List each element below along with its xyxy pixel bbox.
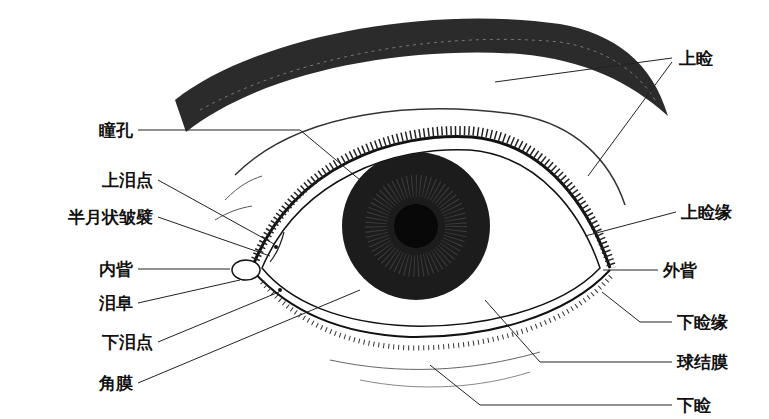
- leader-line: [602, 292, 672, 322]
- caruncle: [232, 260, 260, 280]
- skin-line: [225, 176, 262, 200]
- part-label: 下睑缘: [676, 313, 729, 332]
- part-label: 球结膜: [676, 353, 729, 372]
- part-label: 上睑缘: [680, 203, 733, 222]
- part-label: 泪阜: [98, 294, 134, 313]
- punctum: [278, 288, 282, 292]
- part-label: 半月状皱襞: [67, 208, 154, 227]
- leader-line: [158, 217, 270, 256]
- leader-line: [138, 269, 230, 270]
- pupil: [394, 204, 438, 248]
- leader-line: [585, 212, 676, 236]
- leader-line: [430, 365, 672, 405]
- part-label: 瞳孔: [98, 121, 134, 140]
- skin-line: [360, 372, 530, 387]
- part-label: 上泪点: [101, 171, 154, 190]
- part-label: 上睑: [678, 49, 714, 68]
- eyebrow: [175, 18, 668, 132]
- skin-line: [330, 352, 540, 369]
- skin-line: [215, 206, 252, 220]
- punctum: [274, 245, 278, 249]
- part-label: 下泪点: [101, 333, 154, 352]
- leader-line: [603, 270, 658, 271]
- leader-line: [158, 180, 274, 244]
- leader-line: [138, 130, 372, 190]
- eyebrow-hair: [200, 39, 655, 110]
- leader-line: [495, 58, 672, 82]
- part-label: 内眥: [98, 260, 134, 279]
- leader-lines: [138, 58, 676, 405]
- leader-line: [485, 300, 672, 362]
- cornea-iris: [342, 152, 490, 300]
- bulbar-conjunctiva: [262, 150, 600, 326]
- semilunar-fold: [270, 232, 284, 262]
- part-label: 角膜: [98, 374, 134, 393]
- leader-line: [138, 290, 360, 383]
- part-label: 外眥: [662, 261, 698, 280]
- leader-line: [138, 280, 240, 303]
- leader-line: [158, 292, 279, 342]
- iris-texture: [376, 186, 456, 266]
- leader-line: [588, 62, 672, 176]
- part-label: 下睑: [676, 396, 712, 415]
